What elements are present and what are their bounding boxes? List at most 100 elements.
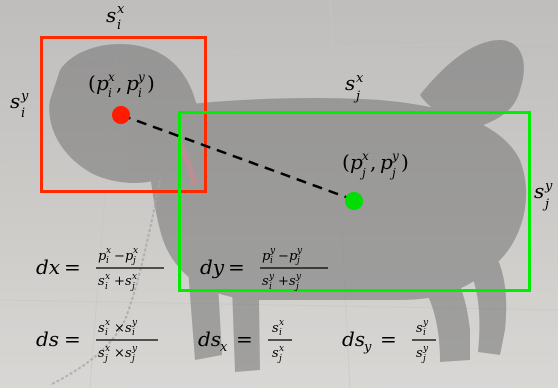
svg-text:dx: dx [36, 255, 60, 279]
label-s-j-y: s y j [534, 180, 553, 212]
svg-text:j: j [131, 256, 136, 266]
svg-text:s: s [125, 274, 132, 289]
svg-text:y: y [363, 340, 372, 355]
svg-text:y: y [131, 318, 138, 328]
svg-text:i: i [21, 106, 25, 121]
svg-text:x: x [105, 318, 110, 328]
svg-text:p: p [380, 150, 393, 174]
svg-text:i: i [108, 86, 112, 100]
svg-text:i: i [270, 256, 273, 266]
svg-text:p: p [126, 71, 139, 95]
svg-text:s: s [345, 72, 355, 95]
svg-text:y: y [131, 344, 138, 354]
label-s-i-y: s y i [10, 90, 29, 121]
svg-text:y: y [137, 70, 145, 84]
svg-text:s: s [262, 274, 269, 289]
svg-text:s: s [534, 180, 544, 203]
svg-text:p: p [98, 249, 107, 264]
svg-text:x: x [220, 340, 228, 355]
svg-text:j: j [295, 256, 300, 266]
svg-text:s: s [416, 346, 423, 361]
bounding-box-i [40, 36, 207, 193]
svg-text:y: y [391, 149, 399, 163]
label-s-j-x: s x j [345, 72, 364, 104]
svg-text:×: × [114, 346, 125, 361]
svg-text:i: i [279, 328, 282, 338]
svg-text:y: y [422, 344, 429, 354]
svg-text:s: s [289, 274, 296, 289]
svg-text:(: ( [88, 71, 96, 95]
svg-text:dy: dy [200, 255, 225, 279]
svg-text:j: j [359, 166, 366, 180]
svg-text:s: s [98, 346, 105, 361]
svg-text:x: x [108, 70, 115, 84]
svg-text:−: − [114, 249, 125, 264]
label-p-j: ( p x j , p y j ) [342, 149, 409, 180]
svg-text:p: p [262, 249, 271, 264]
svg-text:x: x [105, 272, 110, 282]
svg-text:s: s [272, 346, 279, 361]
svg-text:i: i [105, 282, 108, 292]
bounding-box-j [178, 111, 531, 292]
svg-text:j: j [130, 282, 135, 292]
svg-text:j: j [542, 197, 549, 212]
svg-text:,: , [370, 150, 376, 174]
svg-text:x: x [117, 2, 125, 17]
svg-text:i: i [117, 18, 121, 33]
svg-text:s: s [125, 321, 132, 336]
svg-text:x: x [362, 149, 369, 163]
svg-text:i: i [423, 328, 426, 338]
svg-text:i: i [138, 86, 142, 100]
svg-text:ds: ds [198, 327, 221, 351]
svg-text:x: x [133, 246, 138, 256]
svg-text:=: = [228, 255, 245, 279]
svg-text:s: s [106, 3, 116, 27]
svg-text:j: j [103, 354, 108, 364]
svg-text:+: + [114, 274, 125, 289]
svg-text:y: y [296, 246, 303, 256]
svg-text:y: y [268, 272, 275, 282]
svg-text:j: j [353, 89, 360, 104]
svg-text:y: y [295, 272, 302, 282]
svg-text:x: x [279, 318, 284, 328]
svg-text:j: j [130, 354, 135, 364]
svg-text:p: p [289, 249, 298, 264]
svg-text:y: y [20, 90, 29, 104]
svg-text:=: = [64, 255, 81, 279]
label-p-i: ( p x i , p y i ) [88, 70, 155, 100]
svg-text:y: y [269, 246, 276, 256]
svg-text:y: y [422, 318, 429, 328]
svg-text:p: p [350, 150, 363, 174]
svg-text:y: y [544, 180, 553, 194]
label-s-i-x: s x i [106, 2, 125, 33]
svg-text:i: i [269, 282, 272, 292]
svg-text:i: i [132, 328, 135, 338]
svg-text:p: p [96, 71, 109, 95]
svg-text:s: s [98, 321, 105, 336]
svg-text:ds: ds [36, 327, 59, 351]
svg-text:s: s [272, 321, 279, 336]
svg-text:s: s [125, 346, 132, 361]
svg-text:j: j [294, 282, 299, 292]
svg-text:=: = [64, 327, 81, 351]
svg-text:i: i [105, 328, 108, 338]
svg-text:s: s [98, 274, 105, 289]
svg-text:(: ( [342, 150, 350, 174]
svg-text:s: s [10, 90, 20, 113]
svg-text:=: = [236, 327, 253, 351]
svg-text:x: x [132, 272, 137, 282]
svg-text:i: i [106, 256, 109, 266]
svg-text:p: p [125, 249, 134, 264]
svg-text:x: x [279, 344, 284, 354]
svg-text:x: x [106, 246, 111, 256]
svg-text:−: − [278, 249, 289, 264]
svg-text:,: , [116, 71, 122, 95]
svg-text:): ) [147, 71, 155, 95]
